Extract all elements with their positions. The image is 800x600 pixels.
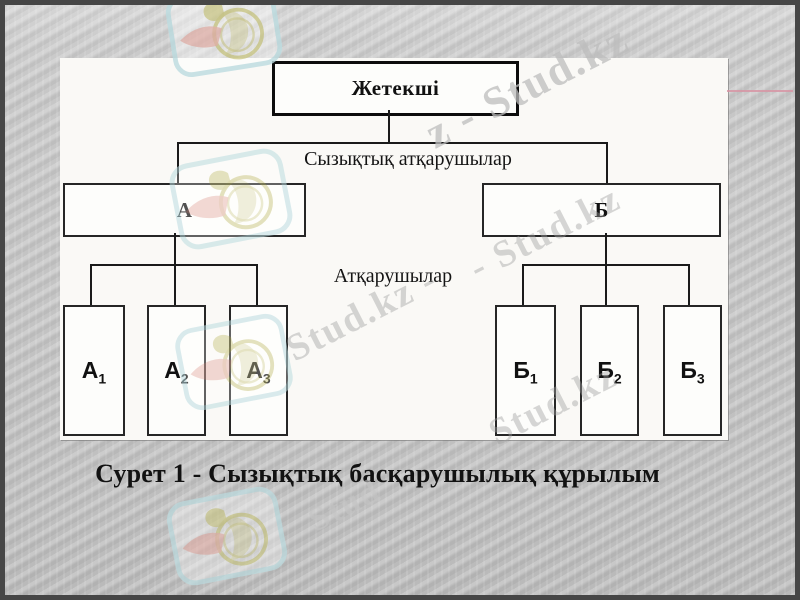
child-box-a2-label: А2 bbox=[164, 357, 189, 387]
group-b-label: Б bbox=[594, 197, 609, 222]
child-box-b1-label: Б1 bbox=[513, 357, 538, 387]
root-box-label: Жетекші bbox=[351, 76, 440, 100]
child-box-a3: А3 bbox=[229, 305, 288, 436]
level1-label: Сызықтық атқарушылар bbox=[304, 148, 512, 170]
child-box-a3-label: А3 bbox=[246, 357, 271, 387]
level2-label: Атқарушылар bbox=[333, 265, 453, 287]
child-box-a2: А2 bbox=[147, 305, 206, 436]
group-a-box: А bbox=[63, 183, 306, 237]
connector-line bbox=[177, 142, 608, 144]
connector-line bbox=[522, 264, 524, 305]
connector-line bbox=[174, 233, 176, 265]
child-box-b3: Б3 bbox=[663, 305, 722, 436]
group-b-box: Б bbox=[482, 183, 721, 237]
child-box-a1-label: А1 bbox=[81, 357, 107, 387]
connector-line bbox=[177, 142, 179, 184]
connector-line bbox=[256, 264, 258, 305]
child-box-a1: А1 bbox=[63, 305, 125, 436]
connector-line bbox=[605, 233, 607, 265]
hummingbird-logo-icon bbox=[159, 480, 296, 592]
connector-line bbox=[90, 264, 92, 305]
connector-line bbox=[688, 264, 690, 305]
figure-caption: Сурет 1 - Сызықтық басқарушылық құрылым bbox=[95, 459, 660, 488]
root-box: Жетекші bbox=[272, 61, 519, 116]
connector-line bbox=[174, 264, 176, 305]
child-box-b2-label: Б2 bbox=[597, 357, 622, 387]
child-box-b2: Б2 bbox=[580, 305, 639, 436]
accent-line bbox=[727, 90, 793, 92]
child-box-b1: Б1 bbox=[495, 305, 556, 436]
connector-line bbox=[605, 264, 607, 305]
child-box-b3-label: Б3 bbox=[680, 357, 705, 387]
connector-line bbox=[388, 110, 390, 143]
group-a-label: А bbox=[176, 197, 193, 222]
connector-line bbox=[606, 142, 608, 184]
